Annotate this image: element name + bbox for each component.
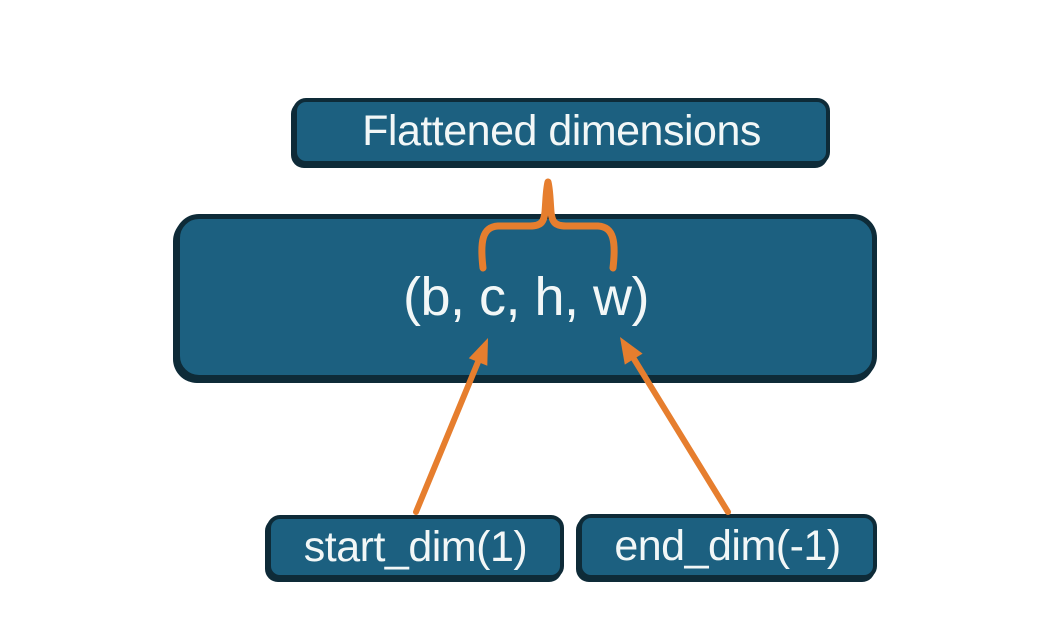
start-dim-label: start_dim(1)	[303, 522, 528, 571]
arrow-end-dim-shaft	[631, 356, 731, 515]
node-tensor-shape: (b, c, h, w)	[175, 214, 877, 380]
node-start-dim: start_dim(1)	[267, 515, 564, 579]
flattened-dimensions-label: Flattened dimensions	[362, 107, 761, 155]
end-dim-label: end_dim(-1)	[614, 522, 841, 570]
node-flattened-dimensions: Flattened dimensions	[293, 98, 830, 165]
node-end-dim: end_dim(-1)	[578, 514, 877, 579]
tensor-shape-label: (b, c, h, w)	[402, 267, 650, 327]
arrow-start-dim-shaft	[413, 359, 481, 515]
